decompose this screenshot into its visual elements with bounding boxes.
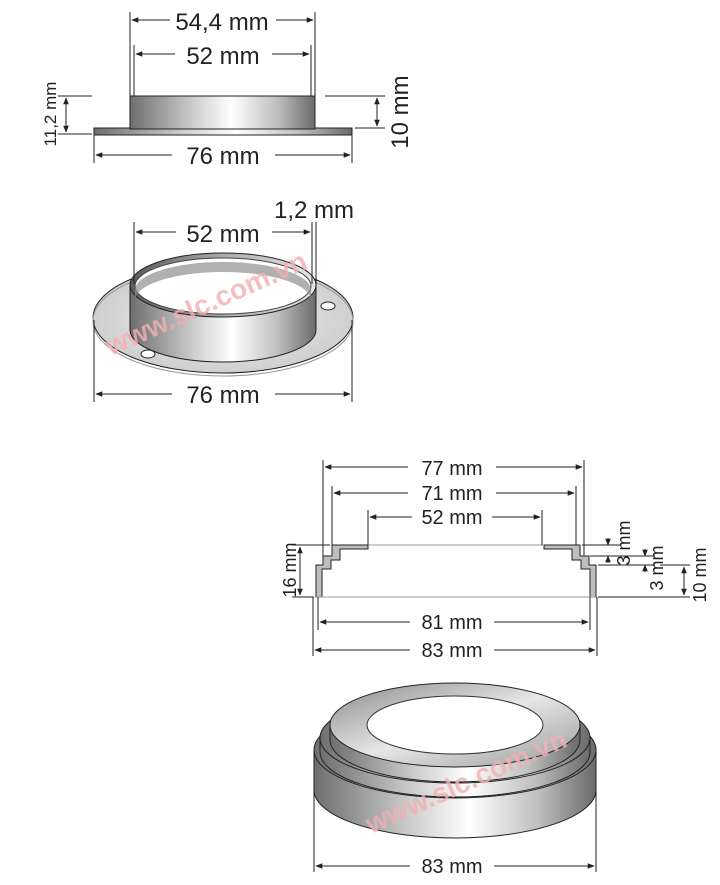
dim-3-first: 3 mm — [614, 521, 634, 566]
dim-54-4: 54,4 mm — [175, 9, 268, 36]
part1-iso-view: 52 mm 1,2 mm 76 mm www.slc.com.vn — [92, 197, 354, 409]
dim-10-part2: 10 mm — [690, 547, 710, 602]
dim-1-2: 1,2 mm — [274, 197, 354, 224]
dim-52-top: 52 mm — [186, 43, 259, 70]
part2-iso-hole — [366, 695, 544, 755]
dim-52-part2: 52 mm — [421, 507, 482, 529]
dim-77: 77 mm — [421, 458, 482, 480]
dim-83-side: 83 mm — [421, 640, 482, 662]
dim-76-side: 76 mm — [186, 143, 259, 170]
dim-10-right: 10 mm — [387, 75, 414, 148]
part2-side-view: 77 mm 71 mm 52 mm 16 mm 3 mm 3 mm 10 mm — [280, 458, 710, 662]
dim-81: 81 mm — [421, 612, 482, 634]
mount-hole-right — [320, 301, 336, 311]
dim-76-iso: 76 mm — [186, 382, 259, 409]
part2-iso-view: 83 mm www.slc.com.vn — [313, 682, 597, 878]
part1-body — [129, 95, 316, 130]
part1-side-view: 54,4 mm 52 mm 11,2 mm 10 mm 76 mm — [41, 9, 414, 170]
dim-11-2: 11,2 mm — [41, 82, 60, 147]
part2-profile — [315, 544, 369, 598]
dim-3-second: 3 mm — [647, 546, 667, 591]
mount-hole-left — [140, 349, 156, 359]
dim-71: 71 mm — [421, 483, 482, 505]
dim-16: 16 mm — [280, 542, 300, 597]
dim-83-iso: 83 mm — [421, 856, 482, 878]
dim-52-iso: 52 mm — [186, 221, 259, 248]
